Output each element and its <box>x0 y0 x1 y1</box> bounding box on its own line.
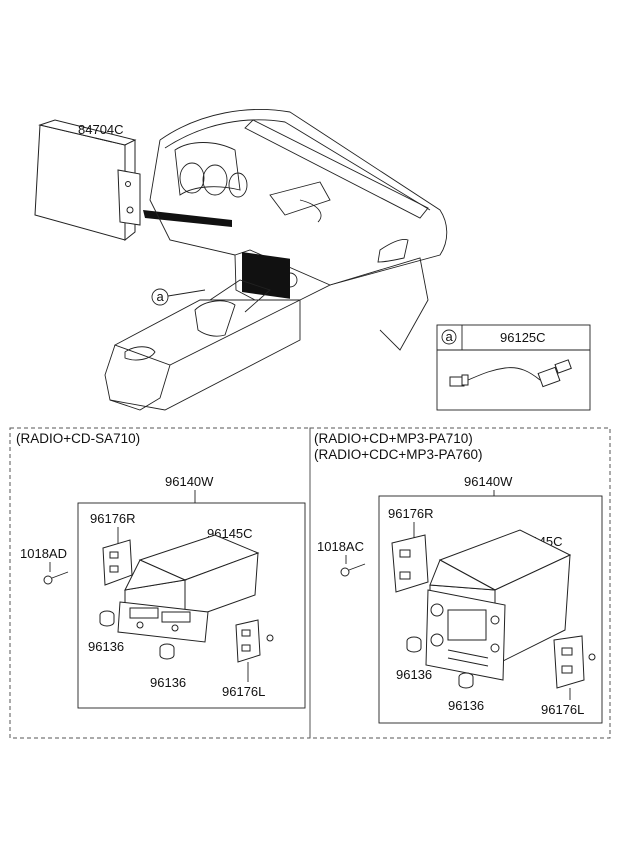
right-knob-2-label: 96136 <box>448 698 484 713</box>
left-bracket-l-label: 96176L <box>222 684 265 699</box>
right-bracket-l <box>553 635 596 689</box>
right-panel-frame <box>309 427 611 739</box>
right-assembly-box <box>378 495 603 724</box>
left-knob-1-label: 96136 <box>88 639 124 654</box>
right-knob-1-label: 96136 <box>396 667 432 682</box>
left-knob-2-label: 96136 <box>150 675 186 690</box>
right-screw-label: 1018AC <box>317 539 364 554</box>
dashboard-drawing <box>149 109 448 351</box>
right-knob-1 <box>406 636 422 653</box>
right-header-1: (RADIO+CD+MP3-PA710) <box>314 431 473 446</box>
left-header: (RADIO+CD-SA710) <box>16 431 140 446</box>
cable-box-symbol: a <box>446 329 454 344</box>
display-unit-label: 84704C <box>78 122 124 137</box>
callout-a-symbol: a <box>157 289 165 304</box>
left-radio-unit <box>117 534 260 643</box>
right-assembly-label: 96140W <box>464 474 513 489</box>
left-assembly-label: 96140W <box>165 474 214 489</box>
right-radio-unit <box>425 529 572 681</box>
left-knob-2 <box>159 643 175 660</box>
install-arrow <box>143 210 232 227</box>
cable-box <box>436 324 591 411</box>
left-knob-1 <box>99 610 115 627</box>
right-screw <box>340 563 366 577</box>
right-bracket-r-label: 96176R <box>388 506 434 521</box>
left-bracket-r-label: 96176R <box>90 511 136 526</box>
cable-part-label: 96125C <box>500 330 546 345</box>
left-screw <box>43 571 69 585</box>
display-unit-drawing <box>34 119 141 242</box>
right-knob-2 <box>458 672 474 689</box>
right-bracket-r <box>391 534 429 593</box>
cable-drawing <box>449 359 572 388</box>
left-bracket-r <box>102 539 133 586</box>
right-header-2: (RADIO+CDC+MP3-PA760) <box>314 447 483 462</box>
console-drawing <box>104 279 301 411</box>
left-screw-label: 1018AD <box>20 546 67 561</box>
left-bracket-l <box>235 619 274 663</box>
left-assembly-box <box>77 502 306 709</box>
right-bracket-l-label: 96176L <box>541 702 584 717</box>
